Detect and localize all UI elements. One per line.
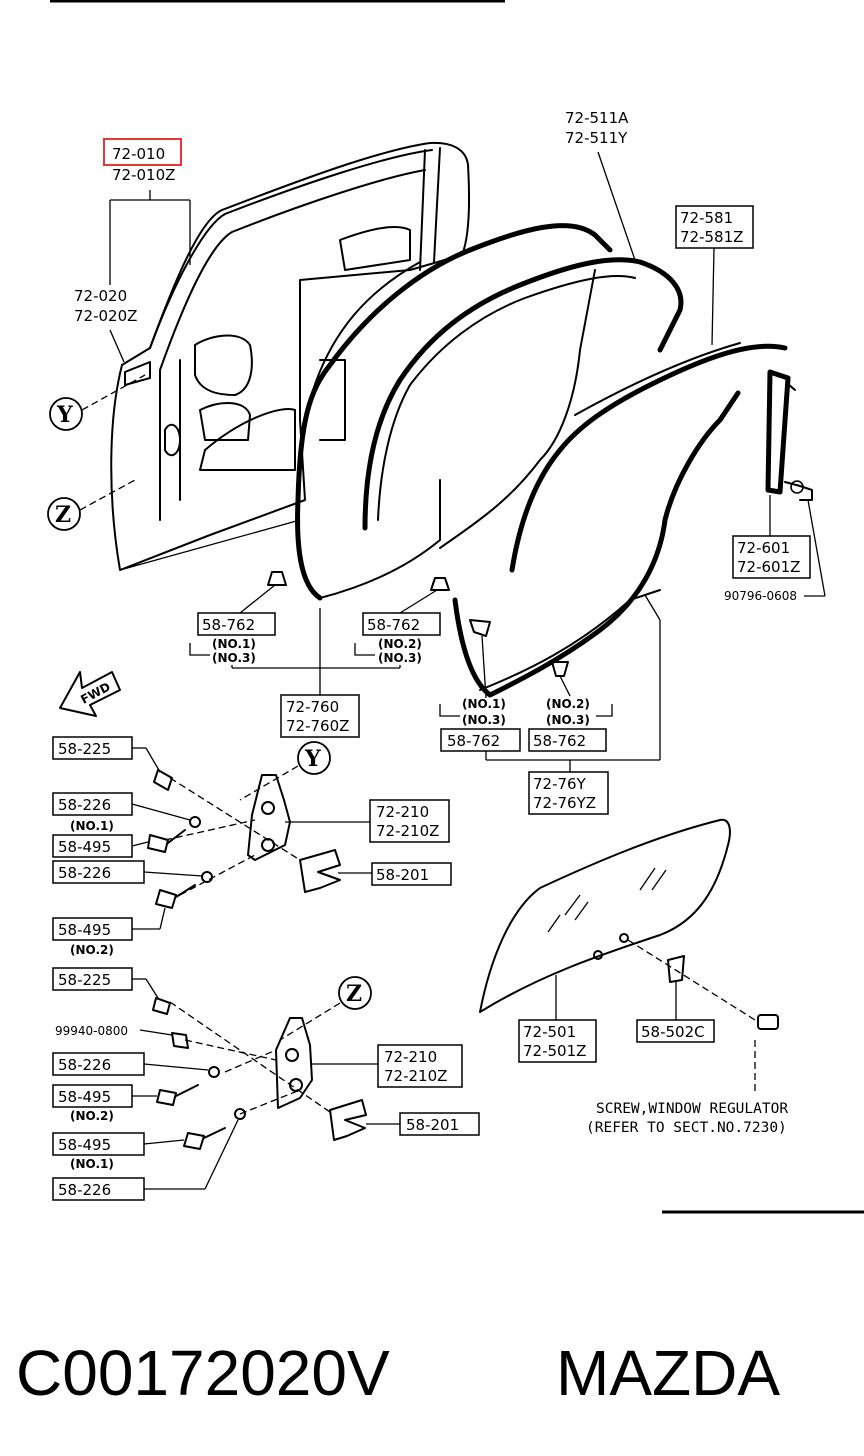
svg-text:99940-0800: 99940-0800	[55, 1024, 128, 1038]
svg-text:(NO.2): (NO.2)	[546, 697, 590, 711]
svg-text:72-760Z: 72-760Z	[286, 717, 349, 735]
regulator-note: SCREW,WINDOW REGULATOR (REFER TO SECT.NO…	[586, 1101, 788, 1136]
svg-text:72-760: 72-760	[286, 698, 339, 716]
svg-text:58-495: 58-495	[58, 1088, 111, 1106]
svg-text:72-511Y: 72-511Y	[565, 129, 628, 147]
rear-channel	[765, 369, 813, 501]
svg-text:90796-0608: 90796-0608	[724, 589, 797, 603]
svg-text:58-495: 58-495	[58, 921, 111, 939]
svg-text:(NO.3): (NO.3)	[546, 713, 590, 727]
glass-labels: 72-501 72-501Z 58-502C	[518, 975, 715, 1063]
svg-text:72-210Z: 72-210Z	[376, 822, 439, 840]
svg-text:58-201: 58-201	[376, 866, 429, 884]
door-shell	[110, 141, 471, 571]
svg-text:72-501: 72-501	[523, 1023, 576, 1041]
outer-weatherstrip-label: 72-511A 72-511Y	[565, 109, 636, 261]
svg-text:72-581: 72-581	[680, 209, 733, 227]
lower-hinge-labels: 58-225 99940-0800 58-226 58-495 (NO.2) 5…	[52, 967, 480, 1201]
glass-holder	[667, 955, 779, 1095]
sash-label: 72-020 72-020Z	[74, 287, 137, 363]
clips-mid: 58-762 (NO.2) (NO.3)	[354, 577, 450, 668]
callout-y-top: Y	[49, 374, 146, 431]
svg-text:58-226: 58-226	[58, 1181, 111, 1199]
svg-text:58-225: 58-225	[58, 971, 111, 989]
opening-weatherstrip	[452, 390, 741, 698]
svg-text:58-226: 58-226	[58, 796, 111, 814]
svg-text:72-581Z: 72-581Z	[680, 228, 743, 246]
svg-text:72-76YZ: 72-76YZ	[533, 794, 596, 812]
svg-text:72-601Z: 72-601Z	[737, 558, 800, 576]
sash-part-number: 72-020	[74, 287, 127, 305]
highlight-box	[103, 138, 182, 166]
svg-text:Y: Y	[56, 402, 73, 428]
svg-text:(NO.3): (NO.3)	[212, 651, 256, 665]
footer-brand: MAZDA	[556, 1337, 780, 1409]
svg-text:SCREW,WINDOW REGULATOR: SCREW,WINDOW REGULATOR	[596, 1101, 788, 1117]
svg-text:(NO.2): (NO.2)	[70, 943, 114, 957]
door-part-number-z: 72-010Z	[112, 166, 175, 184]
svg-text:58-762: 58-762	[447, 732, 500, 750]
svg-text:Z: Z	[55, 502, 71, 528]
outer-weatherstrip	[362, 257, 684, 549]
sash-part-number-z: 72-020Z	[74, 307, 137, 325]
svg-text:72-601: 72-601	[737, 539, 790, 557]
upper-hinge-labels: 58-225 58-226 (NO.1) 58-495 58-226 58-49…	[52, 736, 452, 957]
svg-text:58-201: 58-201	[406, 1116, 459, 1134]
door-label: 72-010 72-010Z	[103, 138, 191, 285]
svg-text:72-210Z: 72-210Z	[384, 1067, 447, 1085]
svg-text:72-76Y: 72-76Y	[533, 775, 587, 793]
door-weatherstrip	[295, 223, 613, 601]
svg-text:(NO.1): (NO.1)	[212, 637, 256, 651]
svg-text:58-762: 58-762	[202, 616, 255, 634]
clips-lower: (NO.1) (NO.3) 58-762 (NO.2) (NO.3) 58-76…	[439, 619, 613, 752]
door-part-number: 72-010	[112, 145, 165, 163]
belt-molding-label: 72-581 72-581Z	[675, 205, 754, 346]
svg-text:58-226: 58-226	[58, 864, 111, 882]
callout-z-top: Z	[47, 479, 136, 531]
rear-channel-label: 72-601 72-601Z 90796-0608	[724, 495, 826, 603]
svg-text:72-501Z: 72-501Z	[523, 1042, 586, 1060]
upper-hinge: Y	[147, 741, 341, 909]
svg-text:58-762: 58-762	[533, 732, 586, 750]
svg-text:58-502C: 58-502C	[641, 1023, 705, 1041]
svg-text:58-226: 58-226	[58, 1056, 111, 1074]
svg-text:72-511A: 72-511A	[565, 109, 629, 127]
opening-weatherstrip-label: 72-76Y 72-76YZ	[485, 594, 661, 815]
svg-text:72-210: 72-210	[376, 803, 429, 821]
weatherstrip-door-label: 72-760 72-760Z	[280, 608, 360, 738]
fwd-arrow: FWD	[59, 671, 121, 717]
svg-text:Y: Y	[304, 746, 321, 772]
lower-hinge: Z	[152, 976, 372, 1150]
svg-text:58-495: 58-495	[58, 838, 111, 856]
svg-text:(NO.2): (NO.2)	[70, 1109, 114, 1123]
svg-text:(NO.3): (NO.3)	[378, 651, 422, 665]
svg-text:58-495: 58-495	[58, 1136, 111, 1154]
svg-text:(NO.1): (NO.1)	[70, 819, 114, 833]
footer-part-number: C00172020V	[16, 1337, 390, 1409]
window-glass	[479, 818, 756, 1021]
svg-text:(NO.3): (NO.3)	[462, 713, 506, 727]
svg-text:58-762: 58-762	[367, 616, 420, 634]
svg-text:(NO.1): (NO.1)	[462, 697, 506, 711]
svg-text:58-225: 58-225	[58, 740, 111, 758]
clips-left: 58-762 (NO.1) (NO.3)	[189, 571, 400, 669]
belt-molding	[509, 342, 788, 573]
svg-text:(REFER TO SECT.NO.7230): (REFER TO SECT.NO.7230)	[586, 1120, 787, 1136]
svg-text:72-210: 72-210	[384, 1048, 437, 1066]
svg-text:Z: Z	[346, 981, 362, 1007]
svg-text:(NO.2): (NO.2)	[378, 637, 422, 651]
svg-text:(NO.1): (NO.1)	[70, 1157, 114, 1171]
